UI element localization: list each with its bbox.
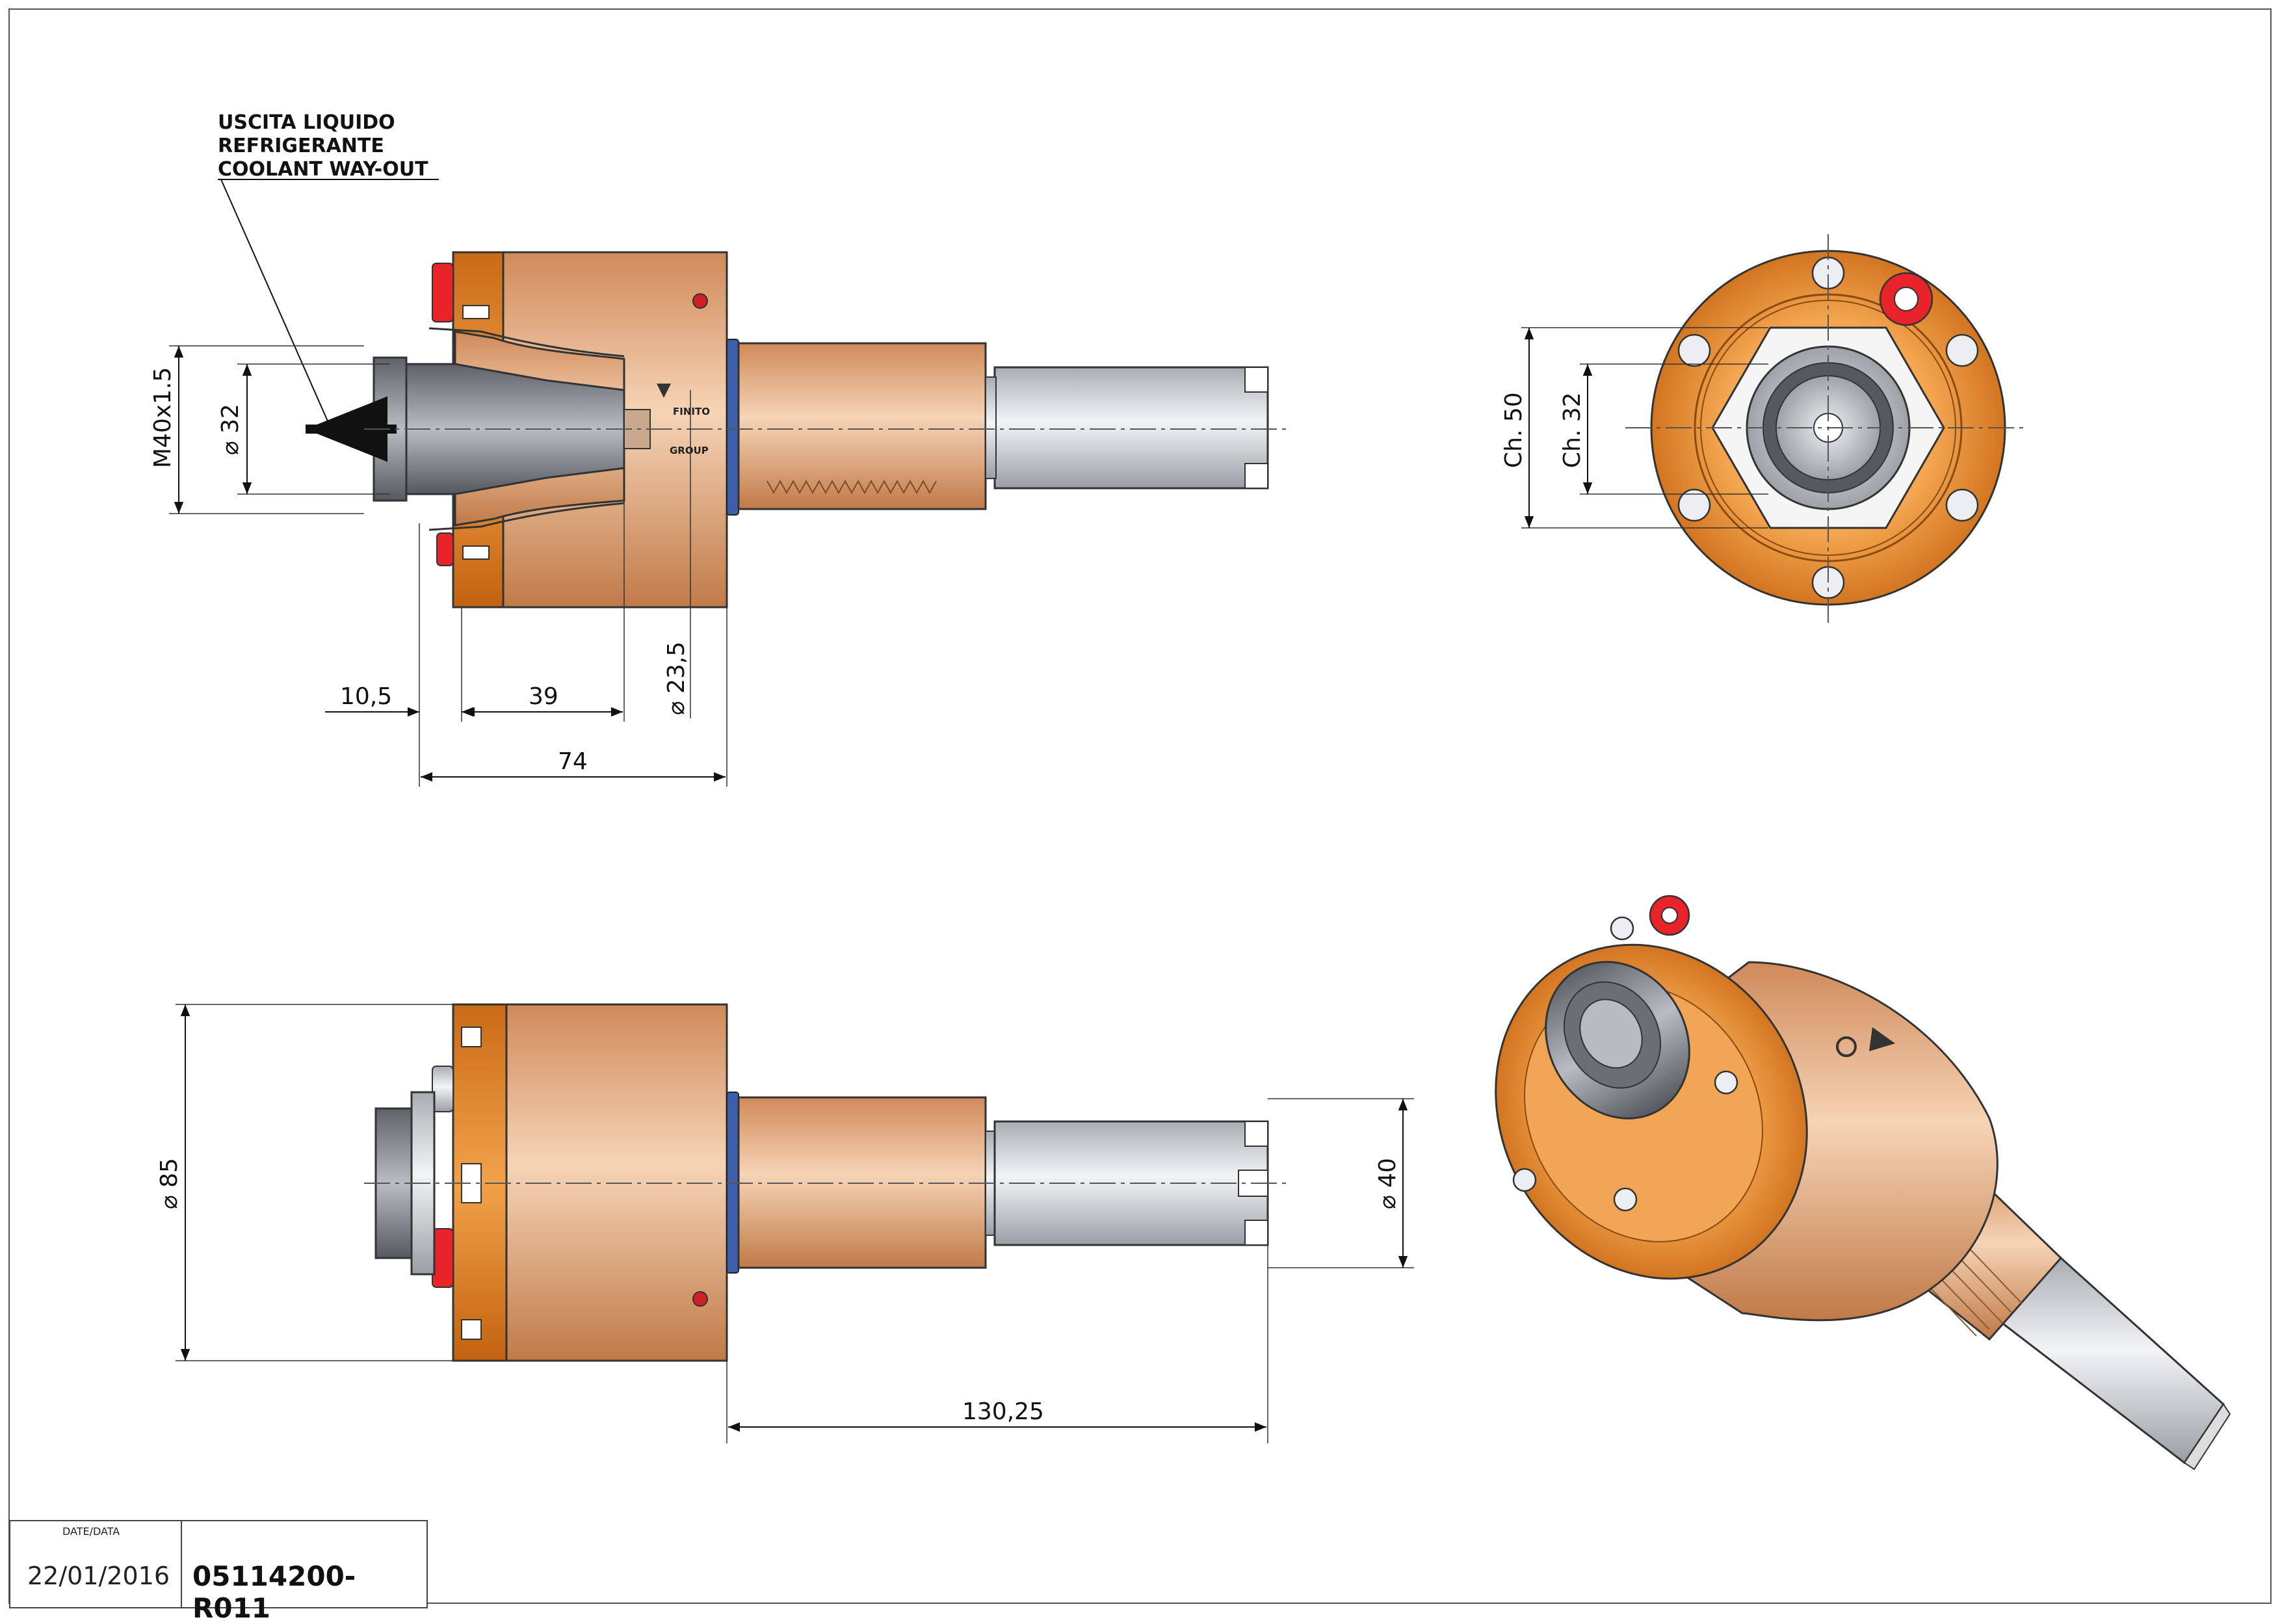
drawing-code: 05114200-R011 — [192, 1560, 356, 1624]
dim-dia-85: ⌀ 85 — [156, 1158, 183, 1209]
dim-thread: M40x1.5 — [150, 367, 176, 468]
section-red-plug — [432, 263, 454, 322]
finito-marking: FINITO — [673, 406, 710, 417]
annotation-line-3: COOLANT WAY-OUT — [218, 158, 428, 181]
annotation-line-2: REFRIGERANTE — [218, 135, 384, 157]
dim-ch-32: Ch. 32 — [1559, 392, 1586, 468]
dim-len-130-25: 130,25 — [962, 1398, 1044, 1425]
drawing-date: 22/01/2016 — [27, 1562, 170, 1590]
section-shank — [737, 342, 987, 510]
dim-dia-32: ⌀ 32 — [217, 404, 244, 455]
dim-len-10-5: 10,5 — [340, 683, 392, 710]
title-block-date-cell: DATE/DATA 22/01/2016 — [10, 1521, 182, 1607]
dim-dia-40: ⌀ 40 — [1374, 1158, 1401, 1209]
dim-len-39: 39 — [529, 683, 558, 710]
front-view: Ch. 50 Ch. 32 — [1500, 234, 2028, 624]
dim-ch-50: Ch. 50 — [1500, 392, 1527, 468]
date-label: DATE/DATA — [62, 1525, 120, 1538]
group-marking: GROUP — [670, 445, 709, 456]
dim-len-74: 74 — [558, 748, 588, 775]
isometric-view — [1495, 895, 2231, 1471]
sheet-border — [8, 8, 2272, 1604]
annotation-line-1: USCITA LIQUIDO — [218, 111, 395, 134]
section-drive-shaft — [993, 366, 1269, 490]
side-view: ⌀ 85 ⌀ 40 130,25 — [156, 1003, 1414, 1443]
section-blue-ring — [726, 339, 739, 516]
dim-dia-23-5: ⌀ 23,5 — [663, 642, 690, 715]
title-block: DATE/DATA 22/01/2016 05114200-R011 — [9, 1520, 428, 1624]
section-view: FINITO GROUP USCITA LIQUIDO REFRIGERANTE… — [150, 111, 1287, 787]
section-red-dot — [692, 293, 708, 309]
